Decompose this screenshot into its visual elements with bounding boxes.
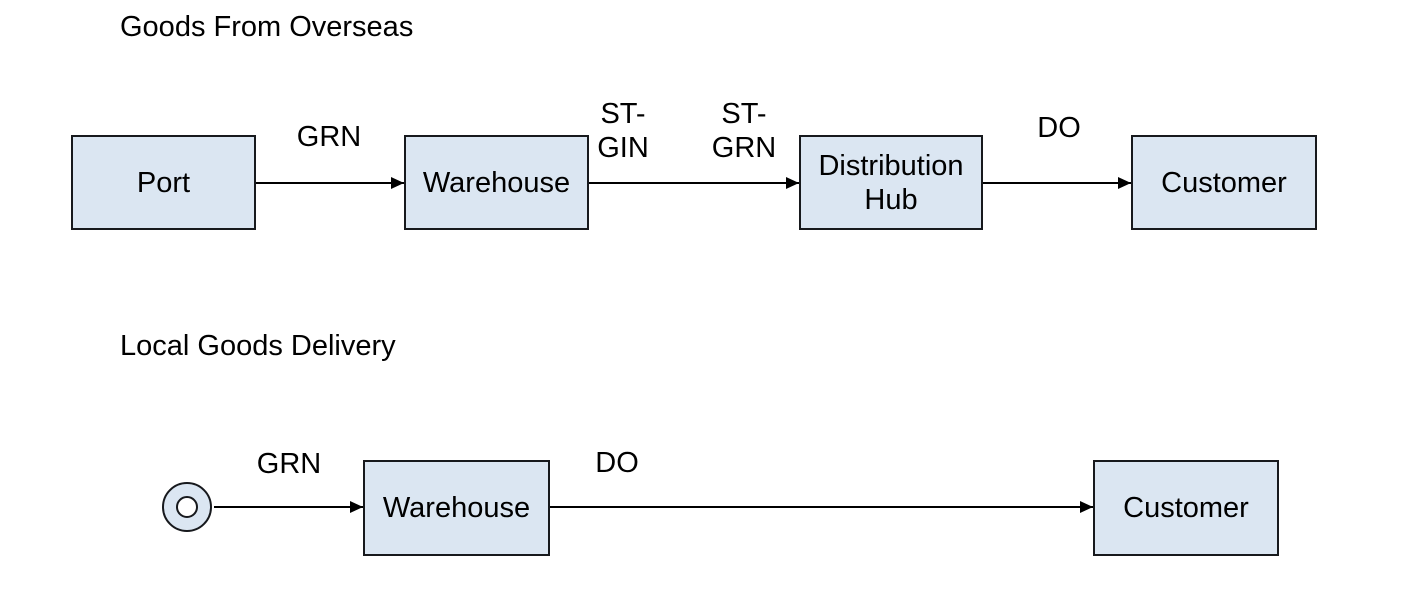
start-marker-double-circle-icon xyxy=(162,482,212,532)
node-customer-overseas: Customer xyxy=(1131,135,1317,230)
node-port: Port xyxy=(71,135,256,230)
section-title-local: Local Goods Delivery xyxy=(120,330,396,362)
node-distribution-hub-label: Distribution Hub xyxy=(818,149,964,216)
node-warehouse-label: Warehouse xyxy=(422,166,571,199)
edge-label-grn-local: GRN xyxy=(256,448,322,480)
edge-label-st-grn: ST- GRN xyxy=(711,98,777,164)
arrow-line xyxy=(983,182,1131,184)
section-title-overseas: Goods From Overseas xyxy=(120,11,414,43)
edge-label-grn-overseas: GRN xyxy=(296,121,362,153)
node-distribution-hub: Distribution Hub xyxy=(799,135,983,230)
arrow-line xyxy=(214,506,363,508)
start-marker-inner-circle xyxy=(176,496,198,518)
arrowhead-icon xyxy=(1080,501,1093,513)
edge-label-do-local: DO xyxy=(595,447,639,479)
arrow-line xyxy=(589,182,799,184)
node-warehouse-overseas: Warehouse xyxy=(404,135,589,230)
node-port-label: Port xyxy=(136,166,191,199)
edge-label-st-gin: ST- GIN xyxy=(597,98,649,164)
arrowhead-icon xyxy=(350,501,363,513)
node-customer-local-label: Customer xyxy=(1123,492,1249,524)
edge-label-do-overseas: DO xyxy=(1037,112,1081,144)
arrowhead-icon xyxy=(1118,177,1131,189)
node-customer-label: Customer xyxy=(1161,166,1287,199)
arrow-line xyxy=(550,506,1093,508)
arrowhead-icon xyxy=(786,177,799,189)
node-warehouse-local: Warehouse xyxy=(363,460,550,556)
arrowhead-icon xyxy=(391,177,404,189)
arrow-line xyxy=(256,182,404,184)
node-warehouse-local-label: Warehouse xyxy=(382,492,531,524)
node-customer-local: Customer xyxy=(1093,460,1279,556)
